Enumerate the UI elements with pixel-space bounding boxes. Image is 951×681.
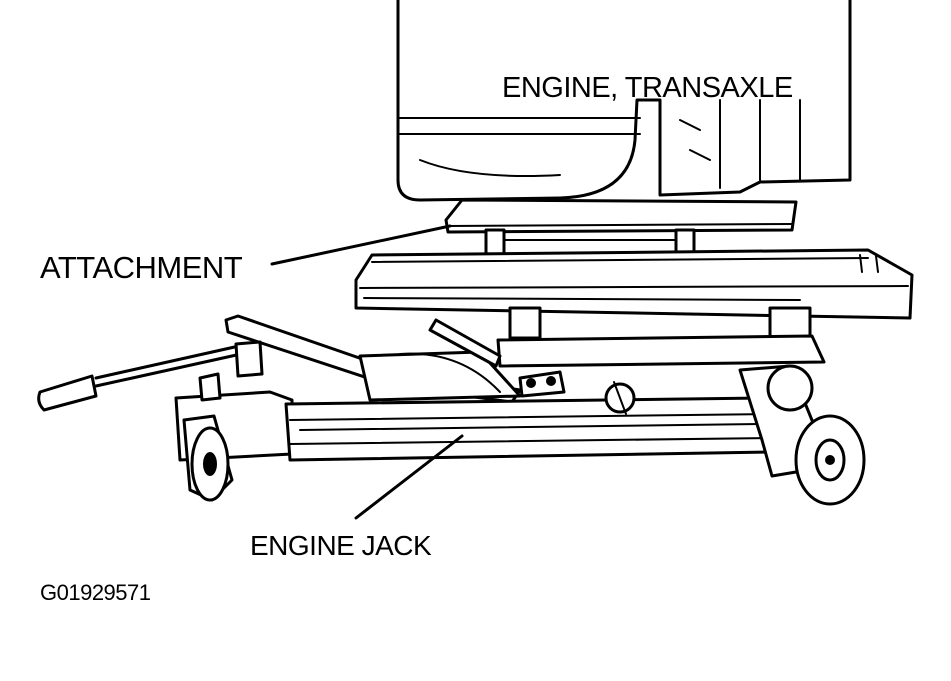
lift-platform: [354, 248, 914, 368]
attachment-label: ATTACHMENT: [40, 250, 243, 285]
leader-line-engine-jack: [354, 434, 464, 520]
leader-line-attachment: [270, 224, 452, 266]
jack-wheels: [182, 364, 866, 506]
engine-transaxle-label: ENGINE, TRANSAXLE: [502, 72, 793, 104]
engine-jack-label: ENGINE JACK: [250, 530, 432, 561]
figure-code: G01929571: [40, 580, 151, 605]
engine-transaxle: [396, 0, 852, 202]
